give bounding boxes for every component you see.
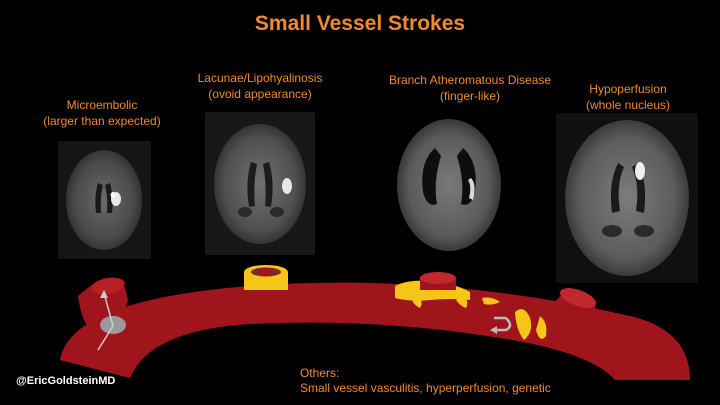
lacunae-arrow-right bbox=[275, 269, 280, 275]
slide-title: Small Vessel Strokes bbox=[254, 12, 466, 35]
plaque-lower-1 bbox=[412, 296, 422, 308]
mri-lacunae bbox=[205, 112, 315, 255]
plaque-top-1 bbox=[482, 297, 500, 305]
label-microembolic-line1: Microembolic bbox=[66, 98, 138, 112]
branch-bad-opening bbox=[420, 272, 456, 284]
branch-lacunae-lumen bbox=[251, 267, 281, 277]
label-bad-line1: Branch Atheromatous Disease bbox=[388, 73, 552, 87]
embolus-arrow-line bbox=[103, 292, 114, 327]
label-lacunae-line2: (ovoid appearance) bbox=[208, 87, 312, 101]
mri-microembolic bbox=[58, 141, 151, 259]
branch-microembolic-opening bbox=[91, 277, 125, 295]
label-bad: Branch Atheromatous Disease (finger-like… bbox=[370, 72, 570, 104]
plaque-wall-1 bbox=[515, 309, 532, 340]
author-handle: @EricGoldsteinMD bbox=[16, 375, 116, 387]
branch-hypoperfusion bbox=[548, 294, 596, 352]
label-microembolic: Microembolic (larger than expected) bbox=[22, 97, 182, 129]
label-lacunae: Lacunae/Lipohyalinosis (ovoid appearance… bbox=[180, 70, 340, 102]
embolus-arrow-head bbox=[100, 290, 108, 298]
mri-bad bbox=[389, 112, 509, 258]
label-microembolic-line2: (larger than expected) bbox=[43, 114, 161, 128]
flow-return-arrowhead bbox=[490, 326, 497, 334]
plaque-wall-2 bbox=[536, 316, 547, 339]
main-artery bbox=[60, 282, 690, 380]
others-text: Small vessel vasculitis, hyperperfusion,… bbox=[300, 381, 551, 395]
branch-hypoperfusion-opening bbox=[559, 288, 597, 308]
label-hypoperfusion: Hypoperfusion (whole nucleus) bbox=[548, 81, 708, 113]
flow-return-icon bbox=[494, 317, 512, 332]
embolus-path bbox=[97, 325, 114, 351]
label-lacunae-line1: Lacunae/Lipohyalinosis bbox=[197, 71, 323, 85]
lacunae-arrow-left bbox=[252, 269, 257, 275]
others-block: Others: Small vessel vasculitis, hyperpe… bbox=[300, 366, 551, 396]
mri-hypoperfusion bbox=[556, 113, 698, 283]
label-bad-line2: (finger-like) bbox=[439, 89, 500, 103]
others-heading: Others: bbox=[300, 366, 340, 380]
plaque-bad-2 bbox=[456, 296, 468, 308]
label-hypoperfusion-line1: Hypoperfusion bbox=[589, 82, 667, 96]
label-hypoperfusion-line2: (whole nucleus) bbox=[585, 98, 671, 112]
